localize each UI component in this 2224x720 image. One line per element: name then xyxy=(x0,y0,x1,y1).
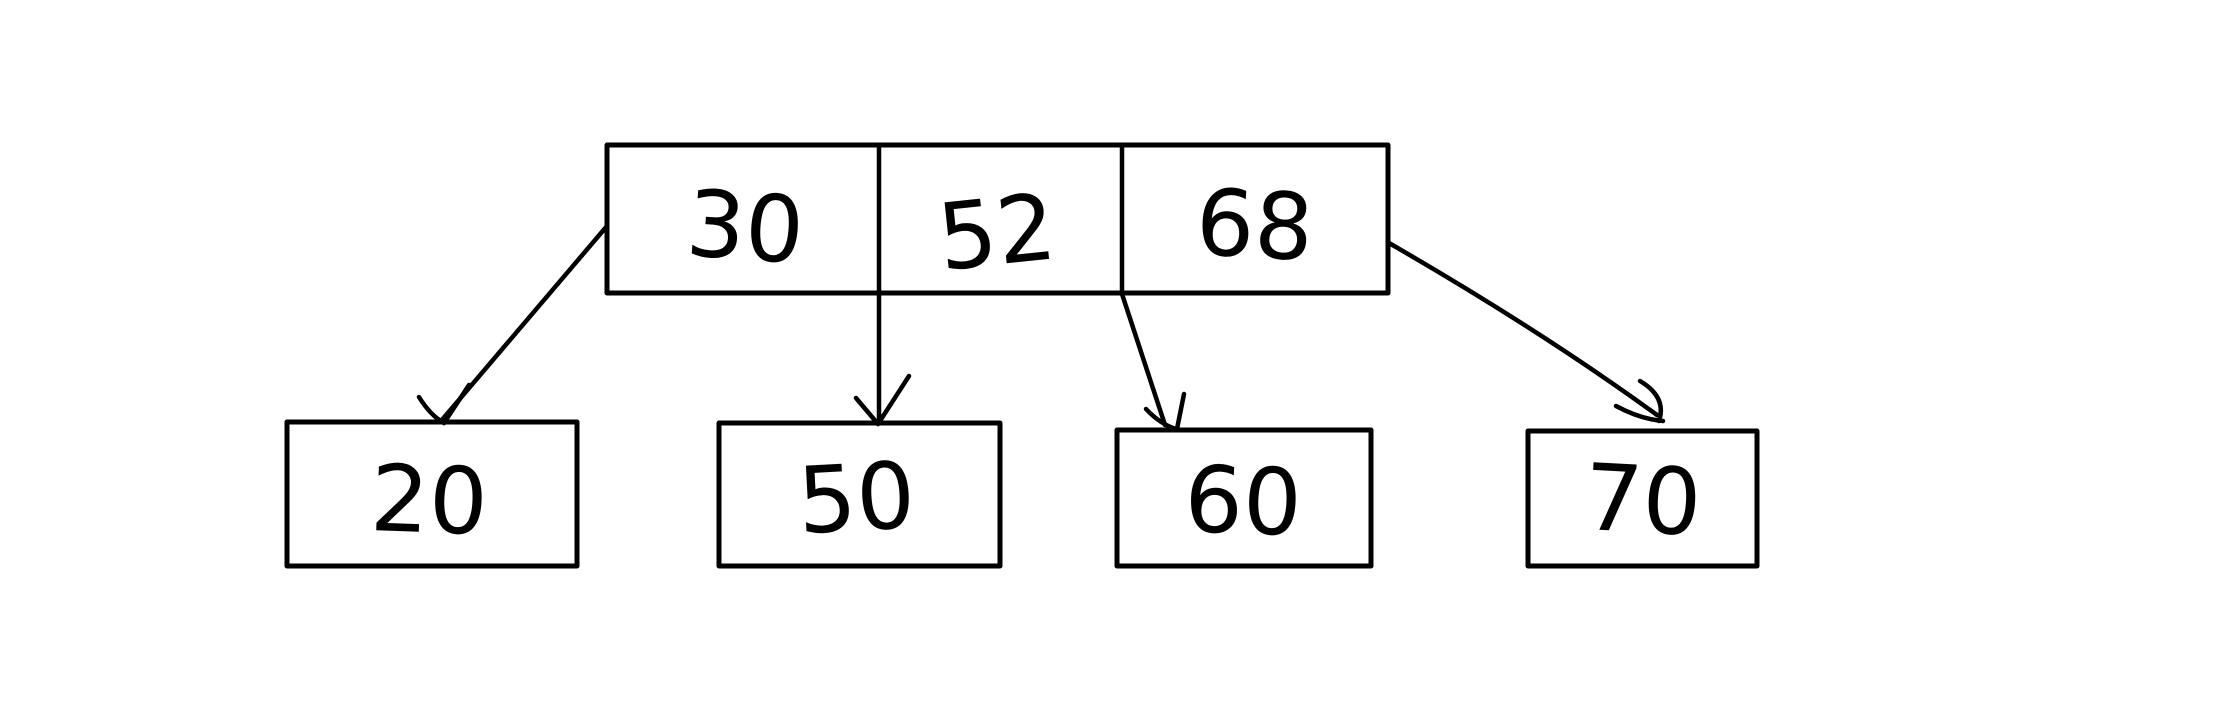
edge-arrow-2 xyxy=(853,290,912,427)
arrowhead-barb xyxy=(875,373,912,427)
arrowhead-barb xyxy=(416,394,447,426)
arrowhead-barb xyxy=(1143,406,1179,432)
child-node-box-3 xyxy=(1114,427,1374,569)
arrow-shaft xyxy=(1386,240,1660,418)
child-node-label-1: 20 xyxy=(369,445,490,556)
arrowhead-barb xyxy=(1174,391,1187,432)
child-node-label-4: 70 xyxy=(1581,444,1704,557)
root-node-box xyxy=(604,142,1391,296)
ink-strokes-group xyxy=(284,142,1760,569)
child-node-label-3: 60 xyxy=(1183,446,1304,557)
edge-arrow-1 xyxy=(416,223,610,426)
arrow-shaft xyxy=(1119,291,1168,428)
edge-arrow-3 xyxy=(1119,291,1187,432)
root-key-label-3: 68 xyxy=(1193,169,1316,282)
arrowhead-barb xyxy=(1637,378,1664,424)
child-node-box-4 xyxy=(1525,428,1760,569)
root-key-label-1: 30 xyxy=(683,170,807,285)
arrowhead-barb xyxy=(853,395,881,427)
edge-arrow-4 xyxy=(1386,240,1666,424)
child-node-label-2: 50 xyxy=(795,442,918,555)
child-node-box-1 xyxy=(284,419,580,569)
root-key-label-2: 52 xyxy=(933,173,1061,292)
child-node-box-2 xyxy=(716,420,1003,569)
node-labels-group: 30 52 68 20 50 60 70 xyxy=(369,169,1704,557)
arrowhead-barb xyxy=(441,382,472,426)
